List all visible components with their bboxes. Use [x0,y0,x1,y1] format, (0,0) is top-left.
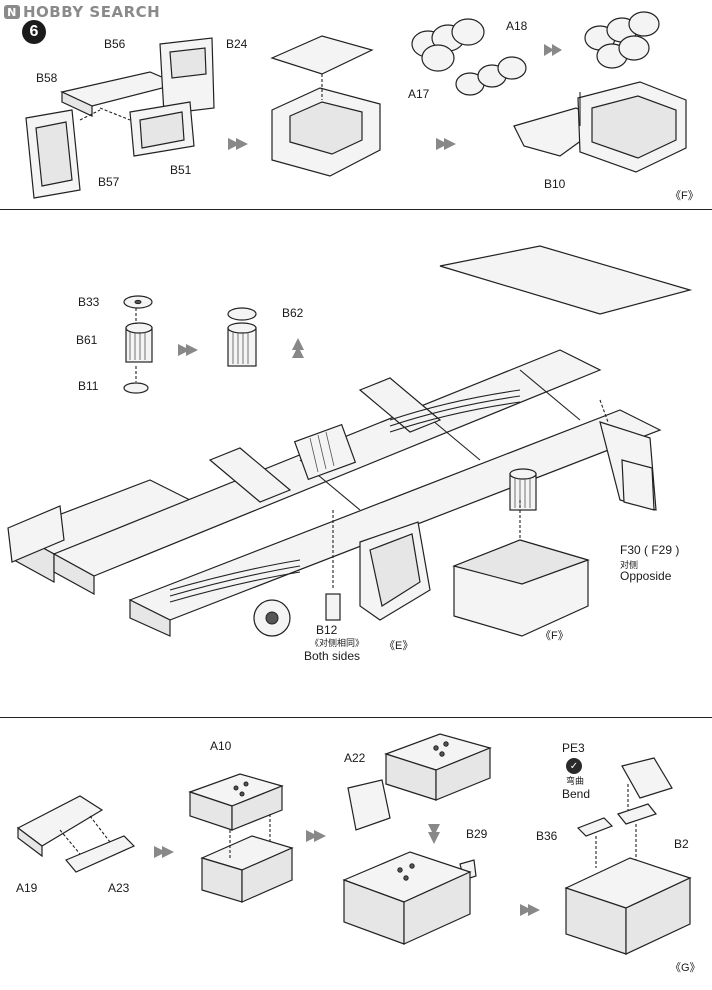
label-a18: A18 [506,19,528,33]
label-a22: A22 [344,751,366,765]
label-a23: A23 [108,881,130,895]
label-b2: B2 [674,837,689,851]
bend-icon: ✓ [566,758,582,774]
label-f30-cn: 对侧 [620,560,639,570]
part-a22 [347,779,391,831]
fuel-tank-cylinder [293,423,357,481]
part-a23 [65,835,136,873]
label-b12: B12 [316,623,338,637]
part-b62 [227,307,257,321]
part-b36 [576,817,614,837]
part-b61 [125,322,153,363]
label-b36: B36 [536,829,558,843]
leaf-spring-assembly [169,559,301,637]
middle-panel-drawing [7,245,693,637]
label-b51: B51 [170,163,192,177]
watermark-mark-icon: N [4,5,20,19]
part-a18-batteries [411,18,485,72]
top-panel: B56 B58 B57 B51 B24 A18 A17 B10 《F》 [0,0,712,210]
label-b57: B57 [98,175,120,189]
bottom-panel: A10 A22 PE3 ✓ 弯曲 Bend B29 B36 B2 A19 A23… [0,718,712,990]
label-b11: B11 [78,379,99,393]
middle-panel: B33 B61 B11 B62 B12 《对侧相同》 Both sides 《E… [0,210,712,718]
subassembly-ref-g: 《G》 [670,962,701,974]
label-b56: B56 [104,37,126,51]
assembly-arrow [428,824,440,844]
subassembly-ref-e: 《E》 [384,640,414,652]
filter-assembled [227,322,257,367]
label-b29: B29 [466,827,488,841]
label-a17: A17 [408,87,430,101]
label-a10: A10 [210,739,232,753]
label-bend-en: Bend [562,787,591,801]
part-b2 [616,803,658,825]
assembly-arrow [306,830,326,842]
label-b62: B62 [282,306,304,320]
part-pe3 [621,757,673,799]
batteries-assembled [584,11,660,69]
rear-leaf-spring [389,389,521,433]
rear-bumper [7,505,65,563]
label-b58: B58 [36,71,58,85]
bottom-panel-drawing [16,733,692,955]
label-b12-en: Both sides [304,649,361,663]
label-b10: B10 [544,177,566,191]
assembly-arrow [228,138,248,150]
watermark-logo: N HOBBY SEARCH [4,3,160,21]
assembly-arrow [544,44,562,56]
label-bend-cn: 弯曲 [566,776,585,786]
label-f30-en: Opposide [620,569,672,583]
top-panel-drawing [25,11,687,199]
assembly-arrow [154,846,174,858]
assembly-arrow [436,138,456,150]
step-number-badge: 6 [22,20,46,44]
filter-installed [509,468,537,511]
label-pe3: PE3 [562,741,585,755]
label-b33: B33 [78,295,100,309]
part-b24 [270,35,374,75]
label-b12-cn: 《对侧相同》 [310,638,365,648]
part-b10 [513,107,585,157]
label-b24: B24 [226,37,248,51]
part-b12 [325,593,341,621]
part-b11 [123,382,149,394]
assembly-arrow [520,904,540,916]
label-a19: A19 [16,881,38,895]
subassembly-ref-f: 《F》 [670,190,699,202]
assembly-arrow [292,338,304,358]
watermark-brand: HOBBY SEARCH [23,3,161,21]
label-f30: F30 ( F29 ) [620,543,680,557]
part-a17-batteries [455,56,527,96]
label-b61: B61 [76,333,98,347]
subassembly-ref-f: 《F》 [540,630,569,642]
assembly-arrow [178,344,198,356]
